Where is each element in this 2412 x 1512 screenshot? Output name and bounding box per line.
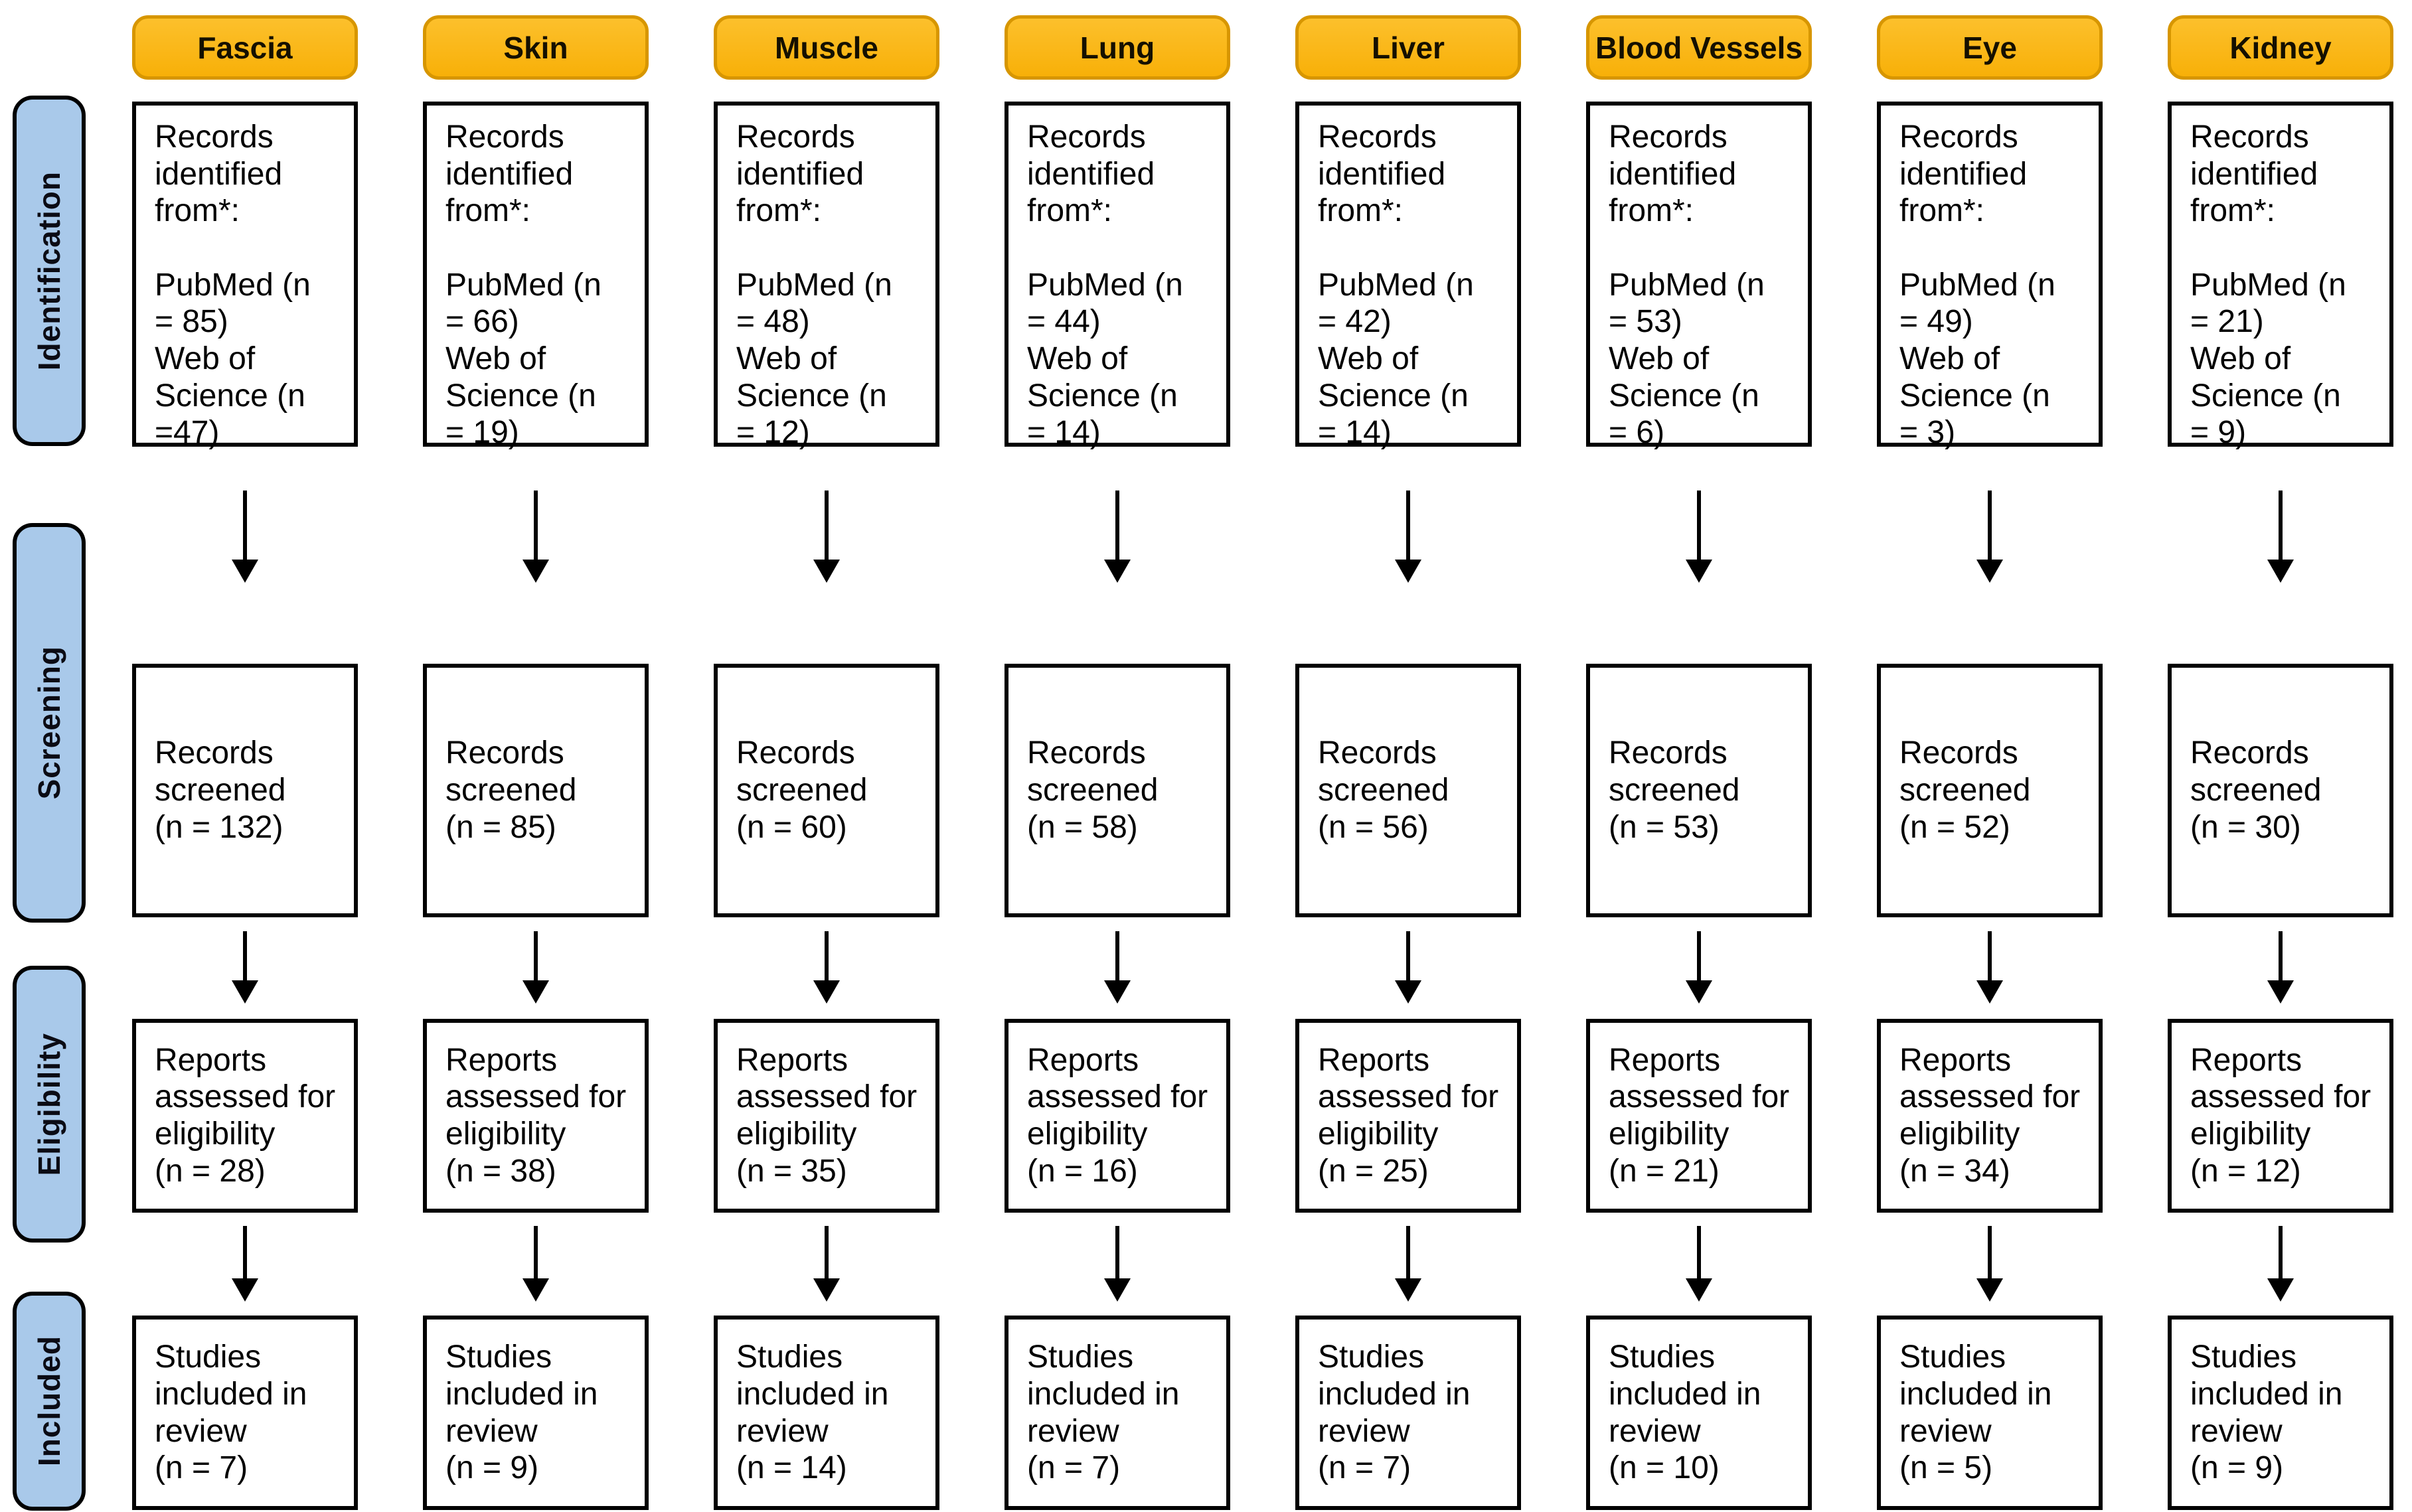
column-header-kidney: Kidney [2168,15,2393,80]
down-arrow-icon [1406,931,1410,981]
flow-column-eye: Eye Records identified from*: PubMed (n … [1877,0,2103,1510]
stage-label-eligibility-text: Eligibility [32,1032,66,1176]
eligibility-box-fascia: Reports assessed for eligibility (n = 28… [132,1019,358,1213]
column-header-eye: Eye [1877,15,2103,80]
screening-box-muscle: Records screened (n = 60) [714,664,939,917]
eligibility-box-liver: Reports assessed for eligibility (n = 25… [1295,1019,1521,1213]
down-arrow-icon [1988,1226,1992,1279]
down-arrow-icon [2279,1226,2283,1279]
included-box-liver: Studies included in review (n = 7) [1295,1316,1521,1510]
down-arrow-icon [534,1226,538,1279]
flow-column-liver: Liver Records identified from*: PubMed (… [1295,0,1521,1510]
stage-label-screening-text: Screening [32,646,66,800]
screening-box-kidney: Records screened (n = 30) [2168,664,2393,917]
identification-box-liver: Records identified from*: PubMed (n = 42… [1295,102,1521,450]
identification-box-blood-vessels: Records identified from*: PubMed (n = 53… [1586,102,1812,450]
down-arrow-icon [1115,1226,1119,1279]
column-header-blood-vessels: Blood Vessels [1586,15,1812,80]
down-arrow-icon [1697,931,1701,981]
down-arrow-icon [825,931,829,981]
screening-box-fascia: Records screened (n = 132) [132,664,358,917]
included-box-eye: Studies included in review (n = 5) [1877,1316,2103,1510]
flow-column-skin: Skin Records identified from*: PubMed (n… [423,0,649,1510]
column-header-skin: Skin [423,15,649,80]
screening-box-eye: Records screened (n = 52) [1877,664,2103,917]
column-header-fascia: Fascia [132,15,358,80]
eligibility-box-blood-vessels: Reports assessed for eligibility (n = 21… [1586,1019,1812,1213]
down-arrow-icon [243,931,247,981]
flow-column-kidney: Kidney Records identified from*: PubMed … [2168,0,2393,1510]
down-arrow-icon [534,931,538,981]
down-arrow-icon [1406,491,1410,560]
down-arrow-icon [1697,1226,1701,1279]
included-box-muscle: Studies included in review (n = 14) [714,1316,939,1510]
down-arrow-icon [243,491,247,560]
organ-columns: Fascia Records identified from*: PubMed … [132,0,2393,1510]
down-arrow-icon [2279,491,2283,560]
eligibility-box-muscle: Reports assessed for eligibility (n = 35… [714,1019,939,1213]
eligibility-box-skin: Reports assessed for eligibility (n = 38… [423,1019,649,1213]
flow-column-muscle: Muscle Records identified from*: PubMed … [714,0,939,1510]
stage-label-eligibility: Eligibility [13,966,86,1243]
eligibility-box-kidney: Reports assessed for eligibility (n = 12… [2168,1019,2393,1213]
screening-box-blood-vessels: Records screened (n = 53) [1586,664,1812,917]
down-arrow-icon [825,1226,829,1279]
included-box-skin: Studies included in review (n = 9) [423,1316,649,1510]
eligibility-box-lung: Reports assessed for eligibility (n = 16… [1005,1019,1230,1213]
flow-column-blood-vessels: Blood Vessels Records identified from*: … [1586,0,1812,1510]
down-arrow-icon [1988,491,1992,560]
screening-box-liver: Records screened (n = 56) [1295,664,1521,917]
down-arrow-icon [1406,1226,1410,1279]
identification-box-muscle: Records identified from*: PubMed (n = 48… [714,102,939,450]
down-arrow-icon [1115,491,1119,560]
identification-box-skin: Records identified from*: PubMed (n = 66… [423,102,649,450]
down-arrow-icon [243,1226,247,1279]
identification-box-lung: Records identified from*: PubMed (n = 44… [1005,102,1230,450]
included-box-fascia: Studies included in review (n = 7) [132,1316,358,1510]
identification-box-fascia: Records identified from*: PubMed (n = 85… [132,102,358,450]
column-header-muscle: Muscle [714,15,939,80]
column-header-liver: Liver [1295,15,1521,80]
down-arrow-icon [2279,931,2283,981]
flow-column-lung: Lung Records identified from*: PubMed (n… [1005,0,1230,1510]
identification-box-kidney: Records identified from*: PubMed (n = 21… [2168,102,2393,450]
screening-box-skin: Records screened (n = 85) [423,664,649,917]
flow-column-fascia: Fascia Records identified from*: PubMed … [132,0,358,1510]
included-box-kidney: Studies included in review (n = 9) [2168,1316,2393,1510]
stage-label-identification-text: Identification [32,171,66,371]
included-box-blood-vessels: Studies included in review (n = 10) [1586,1316,1812,1510]
down-arrow-icon [534,491,538,560]
identification-box-eye: Records identified from*: PubMed (n = 49… [1877,102,2103,450]
included-box-lung: Studies included in review (n = 7) [1005,1316,1230,1510]
down-arrow-icon [825,491,829,560]
stage-label-screening: Screening [13,523,86,923]
column-header-lung: Lung [1005,15,1230,80]
down-arrow-icon [1697,491,1701,560]
down-arrow-icon [1988,931,1992,981]
eligibility-box-eye: Reports assessed for eligibility (n = 34… [1877,1019,2103,1213]
screening-box-lung: Records screened (n = 58) [1005,664,1230,917]
stage-label-included: Included [13,1292,86,1511]
down-arrow-icon [1115,931,1119,981]
stage-label-identification: Identification [13,96,86,446]
stage-label-included-text: Included [32,1335,66,1467]
